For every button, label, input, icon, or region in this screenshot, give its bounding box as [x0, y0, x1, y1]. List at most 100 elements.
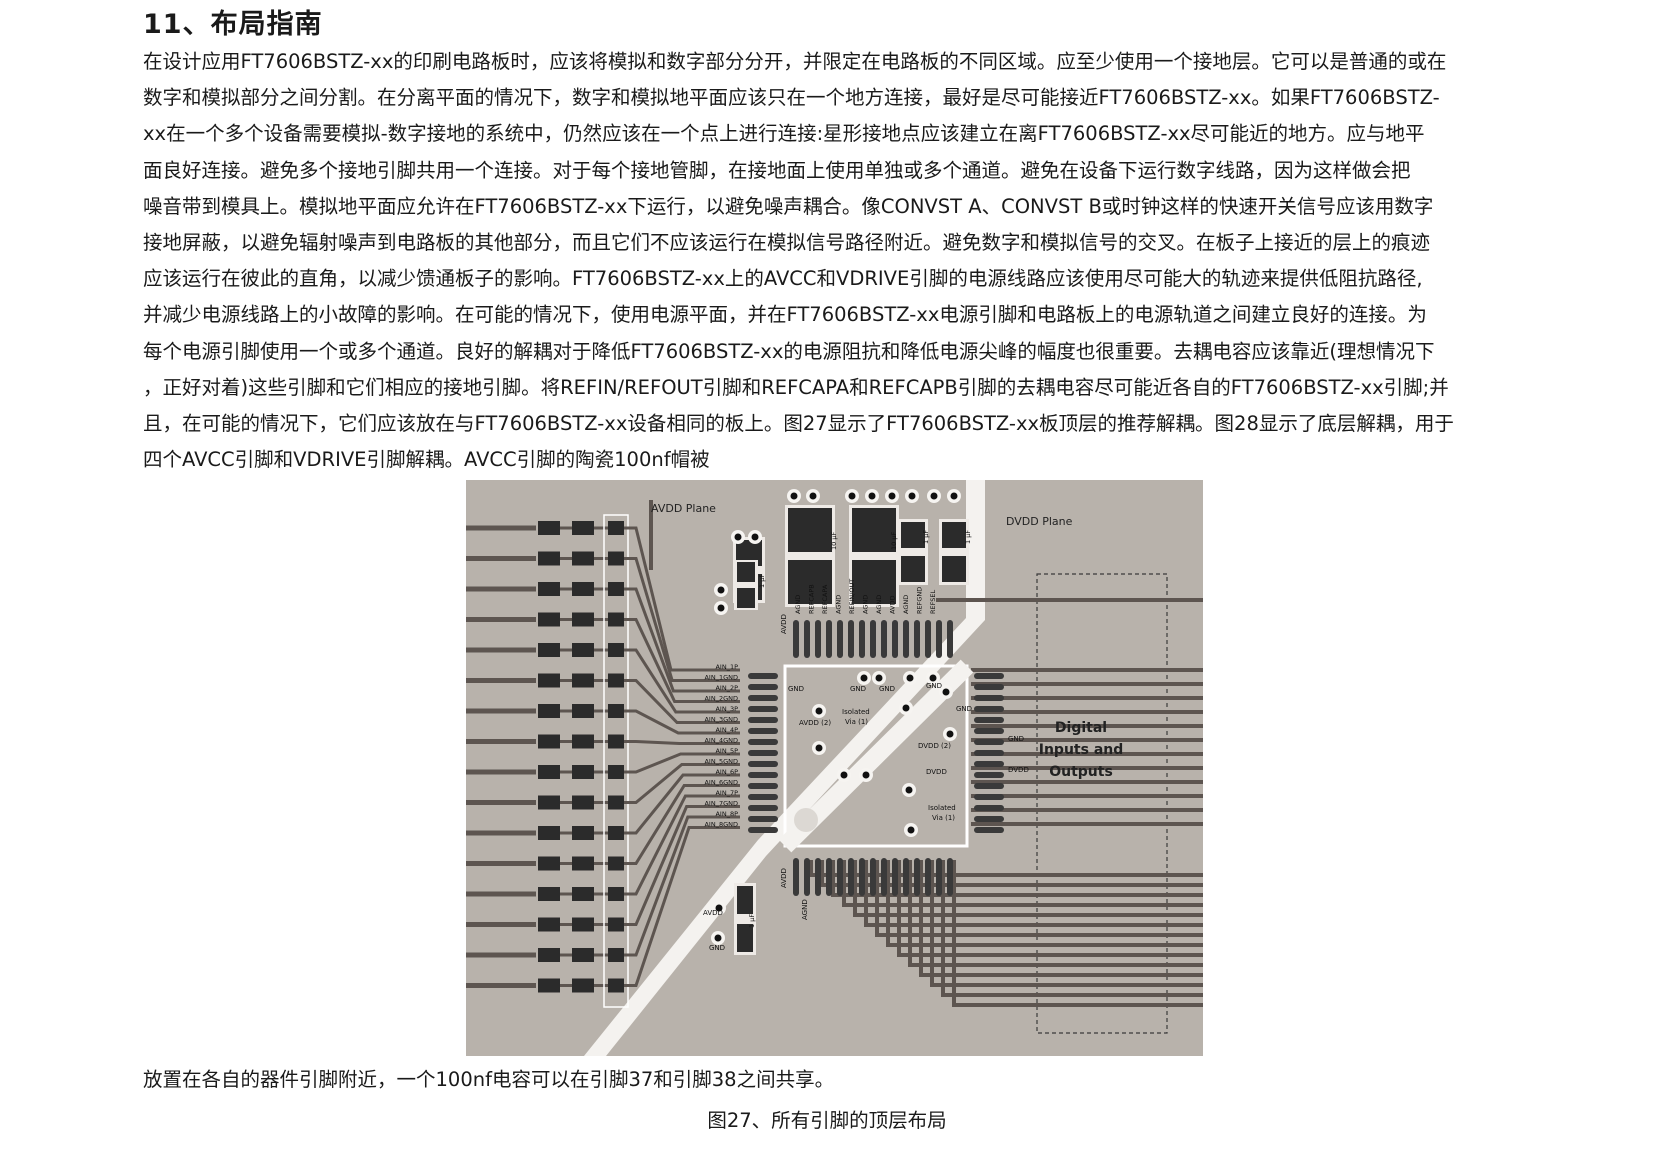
- paragraph-line: 在设计应用FT7606BSTZ-xx的印刷电路板时，应该将模拟和数字部分分开，并…: [143, 50, 1447, 73]
- digital-trace-bottom: [941, 860, 1203, 997]
- resistor-pad: [572, 887, 594, 901]
- fanout-trace: [624, 587, 740, 693]
- agnd-pin-label-bottom: AGND: [801, 899, 809, 920]
- via-hole: [714, 934, 722, 942]
- via-hole: [905, 786, 913, 794]
- fanout-trace: [624, 752, 740, 774]
- chip-pin-bottom: [837, 858, 843, 896]
- chip-pin-top: [892, 620, 898, 658]
- adc-chip-outline: [783, 664, 969, 848]
- paragraph-line: 接地屏蔽，以避免辐射噪声到电路板的其他部分，而且它们不应该运行在模拟信号路径附近…: [143, 230, 1431, 254]
- resistor-pad: [538, 856, 560, 871]
- fanout-trace: [624, 526, 740, 672]
- ain-label: AIN_8P: [715, 810, 738, 818]
- chip-pin-bottom: [848, 858, 854, 896]
- dvdd-plane-label: DVDD Plane: [1006, 515, 1073, 528]
- resistor-pad: [572, 978, 594, 993]
- via-hole: [908, 492, 916, 500]
- fanout-trace: [624, 826, 740, 987]
- resistor-pad: [572, 795, 594, 810]
- chip-pin-top: [903, 620, 909, 658]
- chip-pin-top: [815, 620, 821, 658]
- digital-trace-bottom: [908, 860, 1203, 967]
- ain-pin-labels: AIN_1PAIN_1GNDAIN_2PAIN_2GNDAIN_3PAIN_3G…: [704, 663, 738, 829]
- capacitor-value-label: 10 µF: [890, 532, 898, 550]
- capacitor-pad: [852, 508, 896, 552]
- chip-pin-left: [748, 728, 778, 734]
- resistor-pad: [538, 978, 560, 993]
- resistor-pad: [538, 948, 560, 962]
- isolated-via-label-2b: Via (1): [932, 814, 955, 822]
- ain-label: AIN_1P: [715, 663, 738, 671]
- chip-pin-bottom: [804, 858, 810, 896]
- capacitor-pad: [608, 917, 624, 932]
- capacitor-pad: [608, 734, 624, 749]
- ain-label: AIN_3P: [715, 705, 738, 713]
- top-pin-label: REFIN/OUT: [848, 579, 856, 614]
- chip-pin-right: [974, 816, 1004, 822]
- fanout-trace: [624, 648, 740, 714]
- gnd-label-chip-4: GND: [926, 682, 942, 690]
- digital-trace-bottom: [919, 860, 1203, 977]
- digital-io-label-3: Outputs: [1049, 764, 1113, 780]
- paragraph-line: ，正好对着)这些引脚和它们相应的接地引脚。将REFIN/REFOUT引脚和REF…: [143, 375, 1449, 399]
- chip-pin-left: [748, 706, 778, 712]
- input-resistor-array: [538, 500, 653, 1008]
- capacitor-pad: [608, 765, 624, 779]
- avdd-pin-label-left: AVDD: [780, 614, 788, 634]
- paragraph-line: 应该运行在彼此的直角，以减少馈通板子的影响。FT7606BSTZ-xx上的AVC…: [143, 267, 1423, 291]
- ain-label: AIN_5GND: [704, 758, 738, 766]
- resistor-pad: [572, 551, 594, 566]
- chip-pin-bottom: [826, 858, 832, 896]
- resistor-pad: [538, 917, 560, 932]
- top-pin-label: AGND: [862, 595, 870, 614]
- capacitor-pad: [737, 924, 753, 952]
- chip-pin-left: [748, 805, 778, 811]
- capacitor-value-label: 1 µF: [758, 574, 766, 588]
- capacitor-pad: [608, 856, 624, 871]
- capacitor-pad: [901, 556, 925, 582]
- chip-pin-left: [748, 761, 778, 767]
- ain-label: AIN_7P: [715, 789, 738, 797]
- chip-pin-top: [925, 620, 931, 658]
- ain-label: AIN_2GND: [704, 695, 738, 703]
- chip-pin-right: [974, 695, 1004, 701]
- chip-pins: [748, 620, 1004, 896]
- chip-pin-top: [859, 620, 865, 658]
- chip-pin-bottom: [881, 858, 887, 896]
- digital-trace-bottom: [809, 860, 1203, 877]
- chip-pin-bottom: [892, 858, 898, 896]
- capacitor-pad: [942, 522, 966, 548]
- via-hole: [815, 707, 823, 715]
- resistor-pad: [538, 673, 560, 688]
- via-hole: [862, 771, 870, 779]
- figure-caption: 图27、所有引脚的顶层布局: [707, 1109, 947, 1132]
- chip-pin-bottom: [793, 858, 799, 896]
- chip-pin-right: [974, 673, 1004, 679]
- chip-pin-left: [748, 673, 778, 679]
- via-hole: [715, 904, 723, 912]
- capacitor-pad: [788, 508, 832, 552]
- chip-pin-bottom: [914, 858, 920, 896]
- via-hole: [875, 674, 883, 682]
- chip-pin-right: [974, 761, 1004, 767]
- top-pin-label: AVDD: [889, 596, 897, 615]
- via-hole: [888, 492, 896, 500]
- capacitor-pad: [608, 978, 624, 993]
- resistor-pad: [538, 826, 560, 840]
- ain-label: AIN_8GND: [704, 821, 738, 829]
- digital-trace-bottom: [886, 860, 1203, 947]
- paragraph-line: 并减少电源线路上的小故障的影响。在可能的情况下，使用电源平面，并在FT7606B…: [143, 303, 1427, 327]
- chip-pin-top: [826, 620, 832, 658]
- chip-pin-right: [974, 706, 1004, 712]
- chip-pin-right: [974, 728, 1004, 734]
- via-hole: [717, 586, 725, 594]
- top-decoupling-capacitors: [733, 505, 969, 607]
- avdd-pin-label-bottom: AVDD: [780, 868, 788, 888]
- capacitor-pad: [608, 643, 624, 657]
- capacitor-pad: [608, 948, 624, 962]
- chip-pin-right: [974, 772, 1004, 778]
- fanout-trace: [624, 773, 740, 835]
- vias: [711, 489, 961, 945]
- resistor-pad: [572, 582, 594, 596]
